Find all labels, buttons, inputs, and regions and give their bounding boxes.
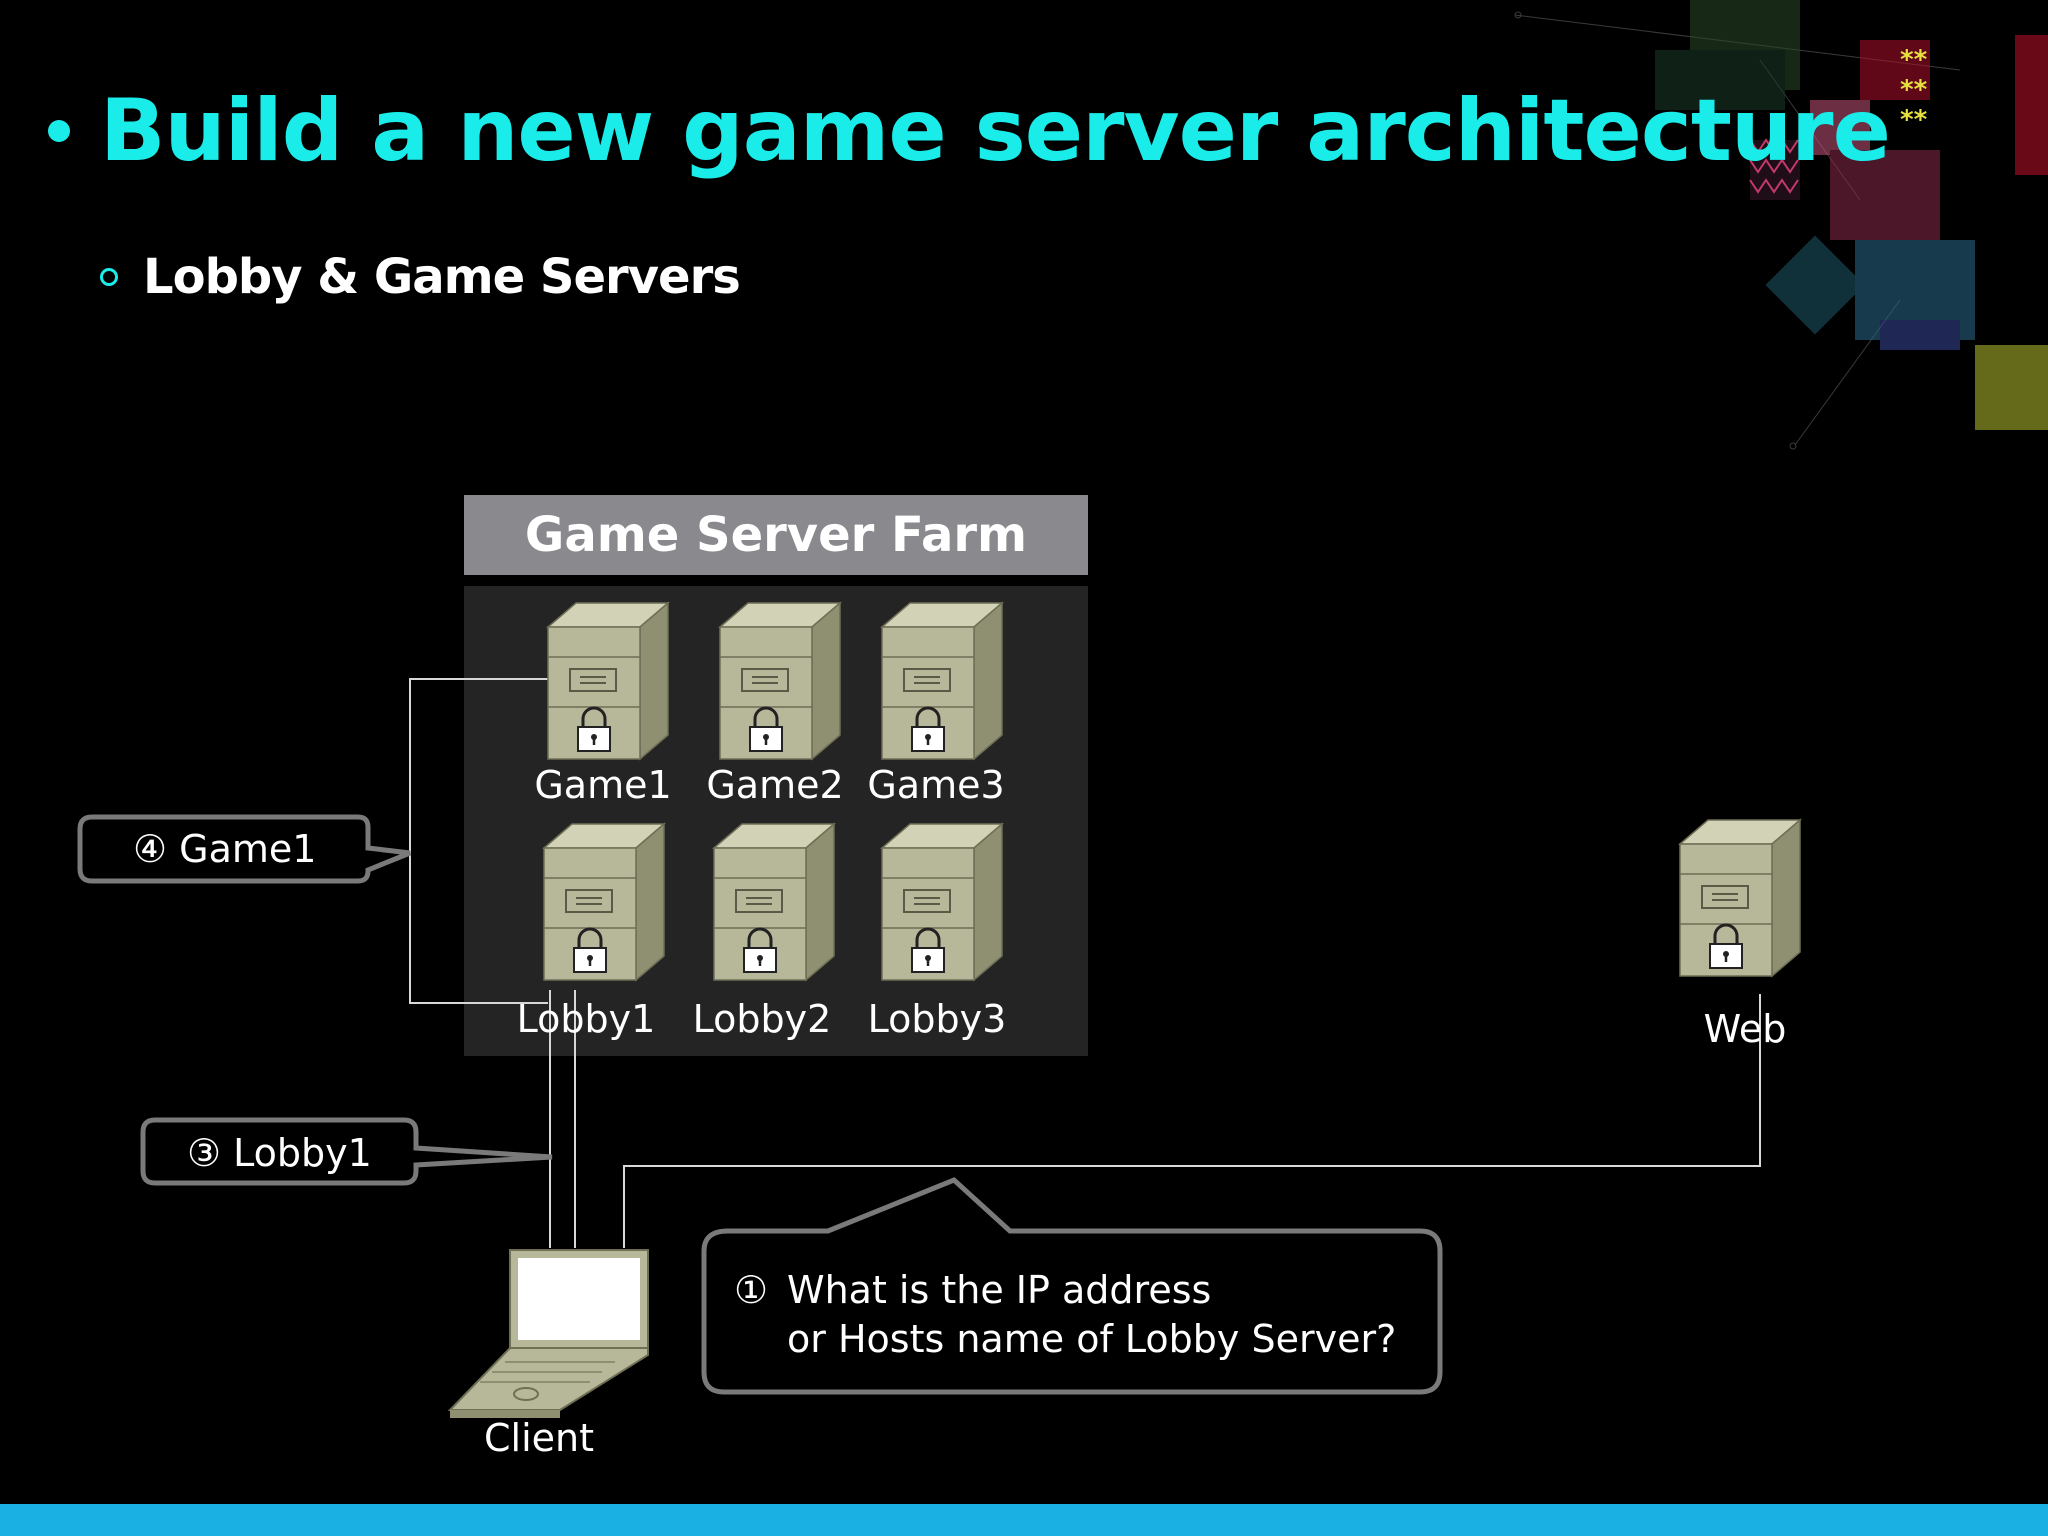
- server-label-game3: Game3: [867, 763, 1005, 807]
- callout-question-line2: or Hosts name of Lobby Server?: [787, 1317, 1397, 1362]
- server-label-lobby1: Lobby1: [516, 997, 656, 1041]
- subtitle-bullet-icon: [100, 268, 118, 286]
- svg-text:**: **: [1900, 105, 1928, 135]
- callout-game1-text: ④ Game1: [133, 827, 317, 871]
- laptop-icon: [447, 1249, 649, 1418]
- slide-subtitle-row: Lobby & Game Servers: [100, 249, 741, 305]
- server-icon-lobby1: [541, 822, 667, 982]
- server-label-game1: Game1: [534, 763, 672, 807]
- callout-lobby1-text: ③ Lobby1: [187, 1131, 372, 1175]
- server-label-game2: Game2: [706, 763, 844, 807]
- callout-question-shape: [701, 1177, 1443, 1395]
- client-label: Client: [483, 1416, 595, 1460]
- server-icon-lobby2: [711, 822, 837, 982]
- server-label-web: Web: [1703, 1007, 1787, 1051]
- server-label-lobby2: Lobby2: [692, 997, 832, 1041]
- callout-lobby1-shape: [140, 1117, 553, 1186]
- svg-text:**: **: [1900, 45, 1928, 75]
- callout-game1-shape: [77, 814, 411, 884]
- server-icon-game1: [545, 601, 671, 761]
- slide-title-row: Build a new game server architecture: [48, 81, 1891, 181]
- bottom-accent-bar: [0, 1504, 2048, 1536]
- callout-question-line1: What is the IP address: [787, 1268, 1212, 1312]
- server-icon-lobby3: [879, 822, 1005, 982]
- server-icon-game3: [879, 601, 1005, 761]
- slide-title: Build a new game server architecture: [100, 81, 1891, 181]
- title-bullet-icon: [48, 120, 70, 142]
- svg-text:**: **: [1900, 75, 1928, 105]
- callout-question-text: What is the IP address or Hosts name of …: [787, 1266, 1396, 1365]
- farm-header: Game Server Farm: [464, 495, 1088, 575]
- slide-subtitle: Lobby & Game Servers: [143, 249, 741, 305]
- server-icon-web: [1677, 818, 1803, 978]
- client-web-line: [623, 994, 1761, 1248]
- server-label-lobby3: Lobby3: [867, 997, 1007, 1041]
- game1-connector-line: [409, 678, 548, 1004]
- callout-question-number: ①: [734, 1268, 769, 1312]
- server-icon-game2: [717, 601, 843, 761]
